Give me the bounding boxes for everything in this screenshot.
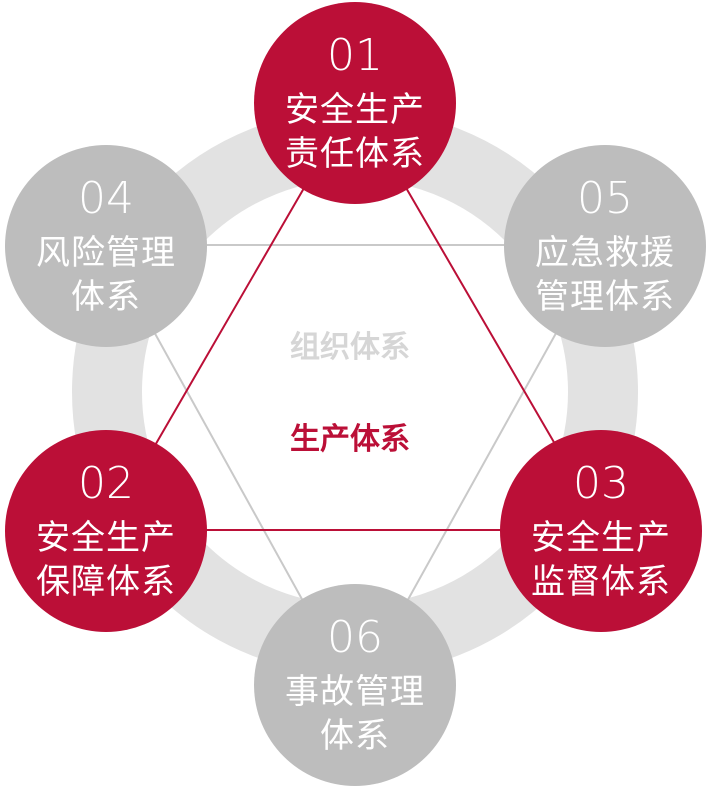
node-06: 06 事故管理 体系 [254,584,456,786]
node-number: 03 [573,458,629,509]
node-label-line2: 责任体系 [285,134,425,174]
node-label-line1: 安全生产 [531,518,671,558]
node-label-line2: 保障体系 [36,562,176,602]
node-label-line1: 安全生产 [36,518,176,558]
center-inner-label: 生产体系 [290,422,410,457]
node-label-line2: 体系 [320,716,390,756]
center-outer-label: 组织体系 [290,330,410,365]
node-label-line2: 监督体系 [531,562,671,602]
node-label-line1: 应急救援 [535,233,675,273]
node-number: 04 [78,173,134,224]
node-number: 01 [327,30,383,81]
node-number: 02 [78,458,134,509]
red-triangle [104,98,607,531]
node-label-line1: 风险管理 [36,233,176,273]
node-05: 05 应急救援 管理体系 [504,145,706,347]
node-02: 02 安全生产 保障体系 [5,430,207,632]
node-04: 04 风险管理 体系 [5,145,207,347]
node-label-line1: 事故管理 [285,672,425,712]
node-03: 03 安全生产 监督体系 [500,430,702,632]
node-number: 05 [577,173,633,224]
node-01: 01 安全生产 责任体系 [254,2,456,204]
node-label-line2: 管理体系 [535,277,675,317]
node-label-line2: 体系 [71,277,141,317]
grey-triangle [104,244,607,698]
node-number: 06 [327,612,383,663]
node-label-line1: 安全生产 [285,90,425,130]
